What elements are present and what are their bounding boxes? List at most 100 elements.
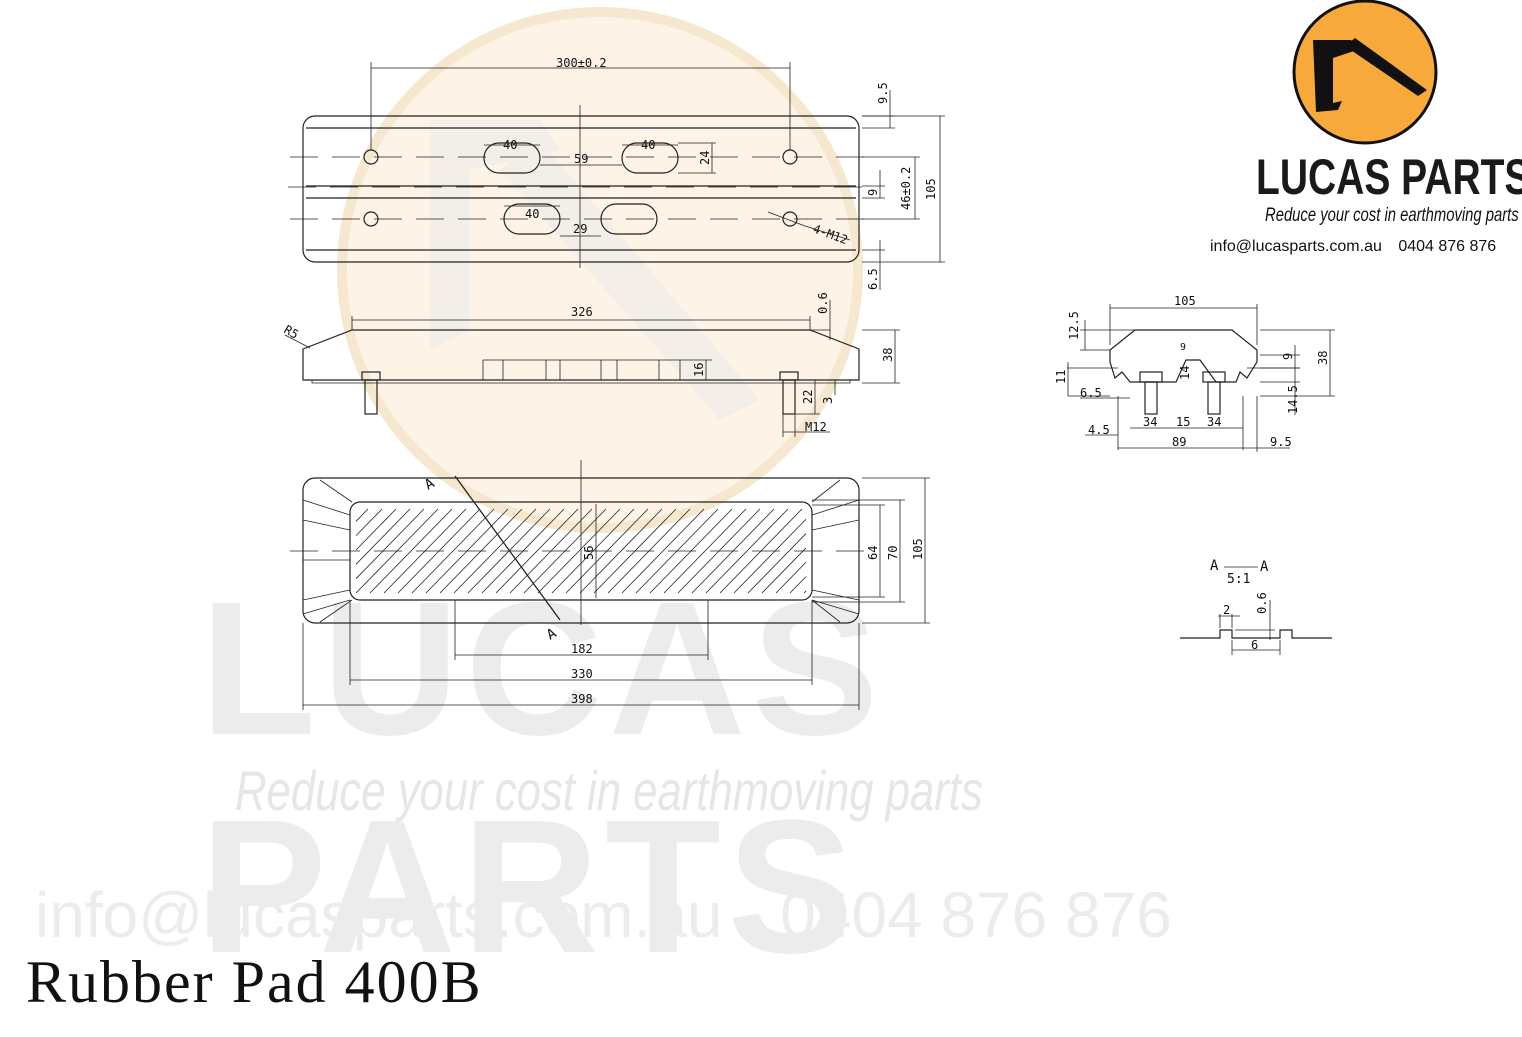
contact-phone: 0404 876 876 bbox=[1398, 238, 1497, 255]
watermark-email: info@lucasparts.com.au bbox=[35, 879, 723, 951]
company-logo bbox=[1292, 0, 1438, 145]
label-scale: 5:1 bbox=[1227, 572, 1250, 587]
side-view-outline bbox=[302, 329, 860, 381]
dim-182 bbox=[454, 600, 709, 660]
logo-tagline: Reduce your cost in earthmoving parts bbox=[1265, 205, 1519, 226]
label-24: 24 bbox=[698, 151, 712, 165]
bolt-head bbox=[779, 371, 799, 381]
oval-slot bbox=[483, 142, 541, 174]
dim-12-5 bbox=[1080, 320, 1135, 351]
dim-38 bbox=[862, 329, 900, 384]
section-profile bbox=[1180, 629, 1332, 639]
dim-398 bbox=[302, 623, 860, 710]
side-view-recesses bbox=[482, 359, 681, 380]
label-section-a: A bbox=[544, 625, 560, 643]
watermark-tagline: Reduce your cost in earthmoving parts bbox=[235, 759, 983, 822]
groove-line bbox=[411, 508, 495, 594]
groove-line bbox=[621, 508, 705, 594]
side-view-base bbox=[311, 380, 851, 384]
label-14-5: 14.5 bbox=[1286, 385, 1300, 414]
top-view-hole-axes bbox=[290, 156, 870, 220]
dim-slot-gap bbox=[540, 164, 622, 237]
groove-line bbox=[495, 508, 579, 594]
label-330: 330 bbox=[571, 667, 593, 681]
dim-2 bbox=[1218, 614, 1240, 628]
dim-end-9 bbox=[1260, 345, 1300, 375]
label-38: 38 bbox=[881, 348, 895, 362]
end-view: 105 12.5 38 9 14 9 11 6.5 14.5 4.5 34 15… bbox=[1054, 294, 1335, 452]
label-0-6-detail: 0.6 bbox=[1255, 592, 1269, 614]
pickaxe-handle-icon bbox=[1345, 38, 1427, 96]
leader-4-m12 bbox=[767, 211, 851, 241]
watermark-phone: 0404 876 876 bbox=[780, 879, 1172, 951]
leader-r5 bbox=[284, 334, 311, 349]
part-title: Rubber Pad 400B bbox=[26, 949, 483, 1015]
label-46: 46±0.2 bbox=[899, 167, 913, 210]
label-59: 59 bbox=[574, 152, 588, 166]
label-9-5-end: 9.5 bbox=[1270, 435, 1292, 449]
label-300: 300±0.2 bbox=[556, 56, 607, 70]
bottom-view: A A 56 64 70 105 182 330 398 bbox=[290, 460, 930, 710]
watermark-brand: LUCAS PARTS bbox=[200, 563, 885, 993]
label-182: 182 bbox=[571, 642, 593, 656]
top-view: 300±0.2 40 40 40 59 29 24 9.5 46±0.2 9 1… bbox=[288, 56, 945, 290]
label-6: 6 bbox=[1251, 638, 1258, 652]
groove-line bbox=[775, 561, 807, 594]
dim-330 bbox=[349, 600, 813, 685]
logo-contact: info@lucasparts.com.au 0404 876 876 bbox=[1210, 238, 1496, 256]
top-view-rails bbox=[306, 127, 856, 251]
groove-line bbox=[537, 508, 621, 594]
label-9-5: 9.5 bbox=[876, 82, 890, 104]
dim-70 bbox=[812, 499, 905, 603]
bolt-hole bbox=[363, 211, 379, 227]
label-a-right: A bbox=[1260, 559, 1269, 575]
top-view-outline bbox=[302, 115, 860, 263]
label-2: 2 bbox=[1223, 603, 1230, 617]
groove-line bbox=[579, 508, 663, 594]
label-end-9: 9 bbox=[1281, 353, 1295, 360]
bolt-head bbox=[361, 371, 381, 381]
dim-0-6-detail bbox=[1235, 600, 1275, 640]
groove-line bbox=[355, 508, 383, 536]
label-r5: R5 bbox=[282, 322, 302, 341]
dim-end-38 bbox=[1260, 329, 1335, 397]
dim-14-5 bbox=[1260, 375, 1300, 415]
groove-line bbox=[747, 533, 807, 594]
dim-end-105 bbox=[1109, 304, 1258, 345]
label-11: 11 bbox=[1054, 370, 1068, 384]
label-9: 9 bbox=[866, 189, 880, 196]
dim-slot-40 bbox=[484, 144, 678, 207]
dim-300 bbox=[370, 62, 791, 150]
dim-0-6 bbox=[810, 300, 831, 340]
label-6-5: 6.5 bbox=[866, 268, 880, 290]
dim-46 bbox=[862, 156, 920, 220]
end-bolt-shank bbox=[1207, 381, 1221, 415]
dim-64 bbox=[812, 504, 885, 598]
dim-6 bbox=[1231, 640, 1281, 655]
groove-line bbox=[705, 508, 789, 594]
label-end-14: 14 bbox=[1178, 366, 1192, 380]
label-40: 40 bbox=[525, 207, 539, 221]
label-3: 3 bbox=[821, 397, 835, 404]
end-bolt-shank bbox=[1144, 381, 1158, 415]
groove-line bbox=[369, 508, 453, 594]
dim-105-bottom bbox=[862, 477, 930, 624]
label-29: 29 bbox=[573, 222, 587, 236]
label-34: 34 bbox=[1207, 415, 1221, 429]
label-end-38: 38 bbox=[1316, 351, 1330, 365]
label-22: 22 bbox=[801, 390, 815, 404]
dim-105 bbox=[862, 115, 945, 263]
side-view: R5 326 0.6 38 16 22 3 M12 bbox=[282, 292, 900, 437]
groove-line bbox=[355, 508, 397, 551]
label-64: 64 bbox=[866, 546, 880, 560]
logo-brand: LUCAS PARTS bbox=[1256, 149, 1522, 205]
bolt-shank bbox=[364, 379, 378, 415]
oval-slot bbox=[621, 142, 679, 174]
label-4-m12: 4-M12 bbox=[811, 222, 850, 248]
dim-24 bbox=[678, 142, 716, 174]
watermark-contact: info@lucasparts.com.au 0404 876 876 bbox=[35, 878, 1212, 952]
label-326: 326 bbox=[571, 305, 593, 319]
oval-slot bbox=[503, 203, 561, 235]
